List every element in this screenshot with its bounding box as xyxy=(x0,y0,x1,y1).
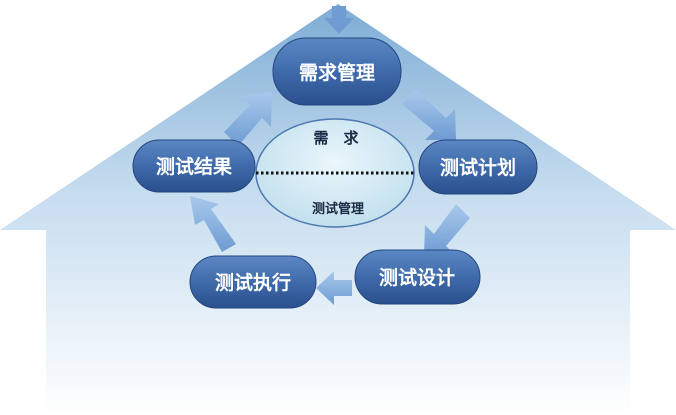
node-test-design-label: 测试设计 xyxy=(379,267,455,289)
node-test-execution: 测试执行 xyxy=(189,255,317,309)
node-test-result: 测试结果 xyxy=(132,139,256,193)
arrow-design-to-execution xyxy=(316,271,352,305)
node-test-plan: 测试计划 xyxy=(418,139,538,195)
entry-arrow xyxy=(324,6,354,34)
node-test-result-label: 测试结果 xyxy=(156,155,232,178)
node-requirement-management: 需求管理 xyxy=(272,37,402,106)
center-ellipse: 需 求 测试管理 xyxy=(255,118,415,228)
arrow-plan-to-design xyxy=(424,204,470,256)
node-test-plan-label: 测试计划 xyxy=(440,156,516,179)
arrow-requirement-to-plan xyxy=(402,90,456,140)
node-requirement-management-label: 需求管理 xyxy=(299,61,375,84)
center-bottom-label: 测试管理 xyxy=(312,201,364,217)
node-test-design: 测试设计 xyxy=(354,249,481,305)
node-test-execution-label: 测试执行 xyxy=(215,271,291,294)
center-top-label: 需 求 xyxy=(313,129,359,147)
arrow-result-to-requirement xyxy=(224,92,272,146)
arrow-execution-to-result xyxy=(190,196,236,252)
